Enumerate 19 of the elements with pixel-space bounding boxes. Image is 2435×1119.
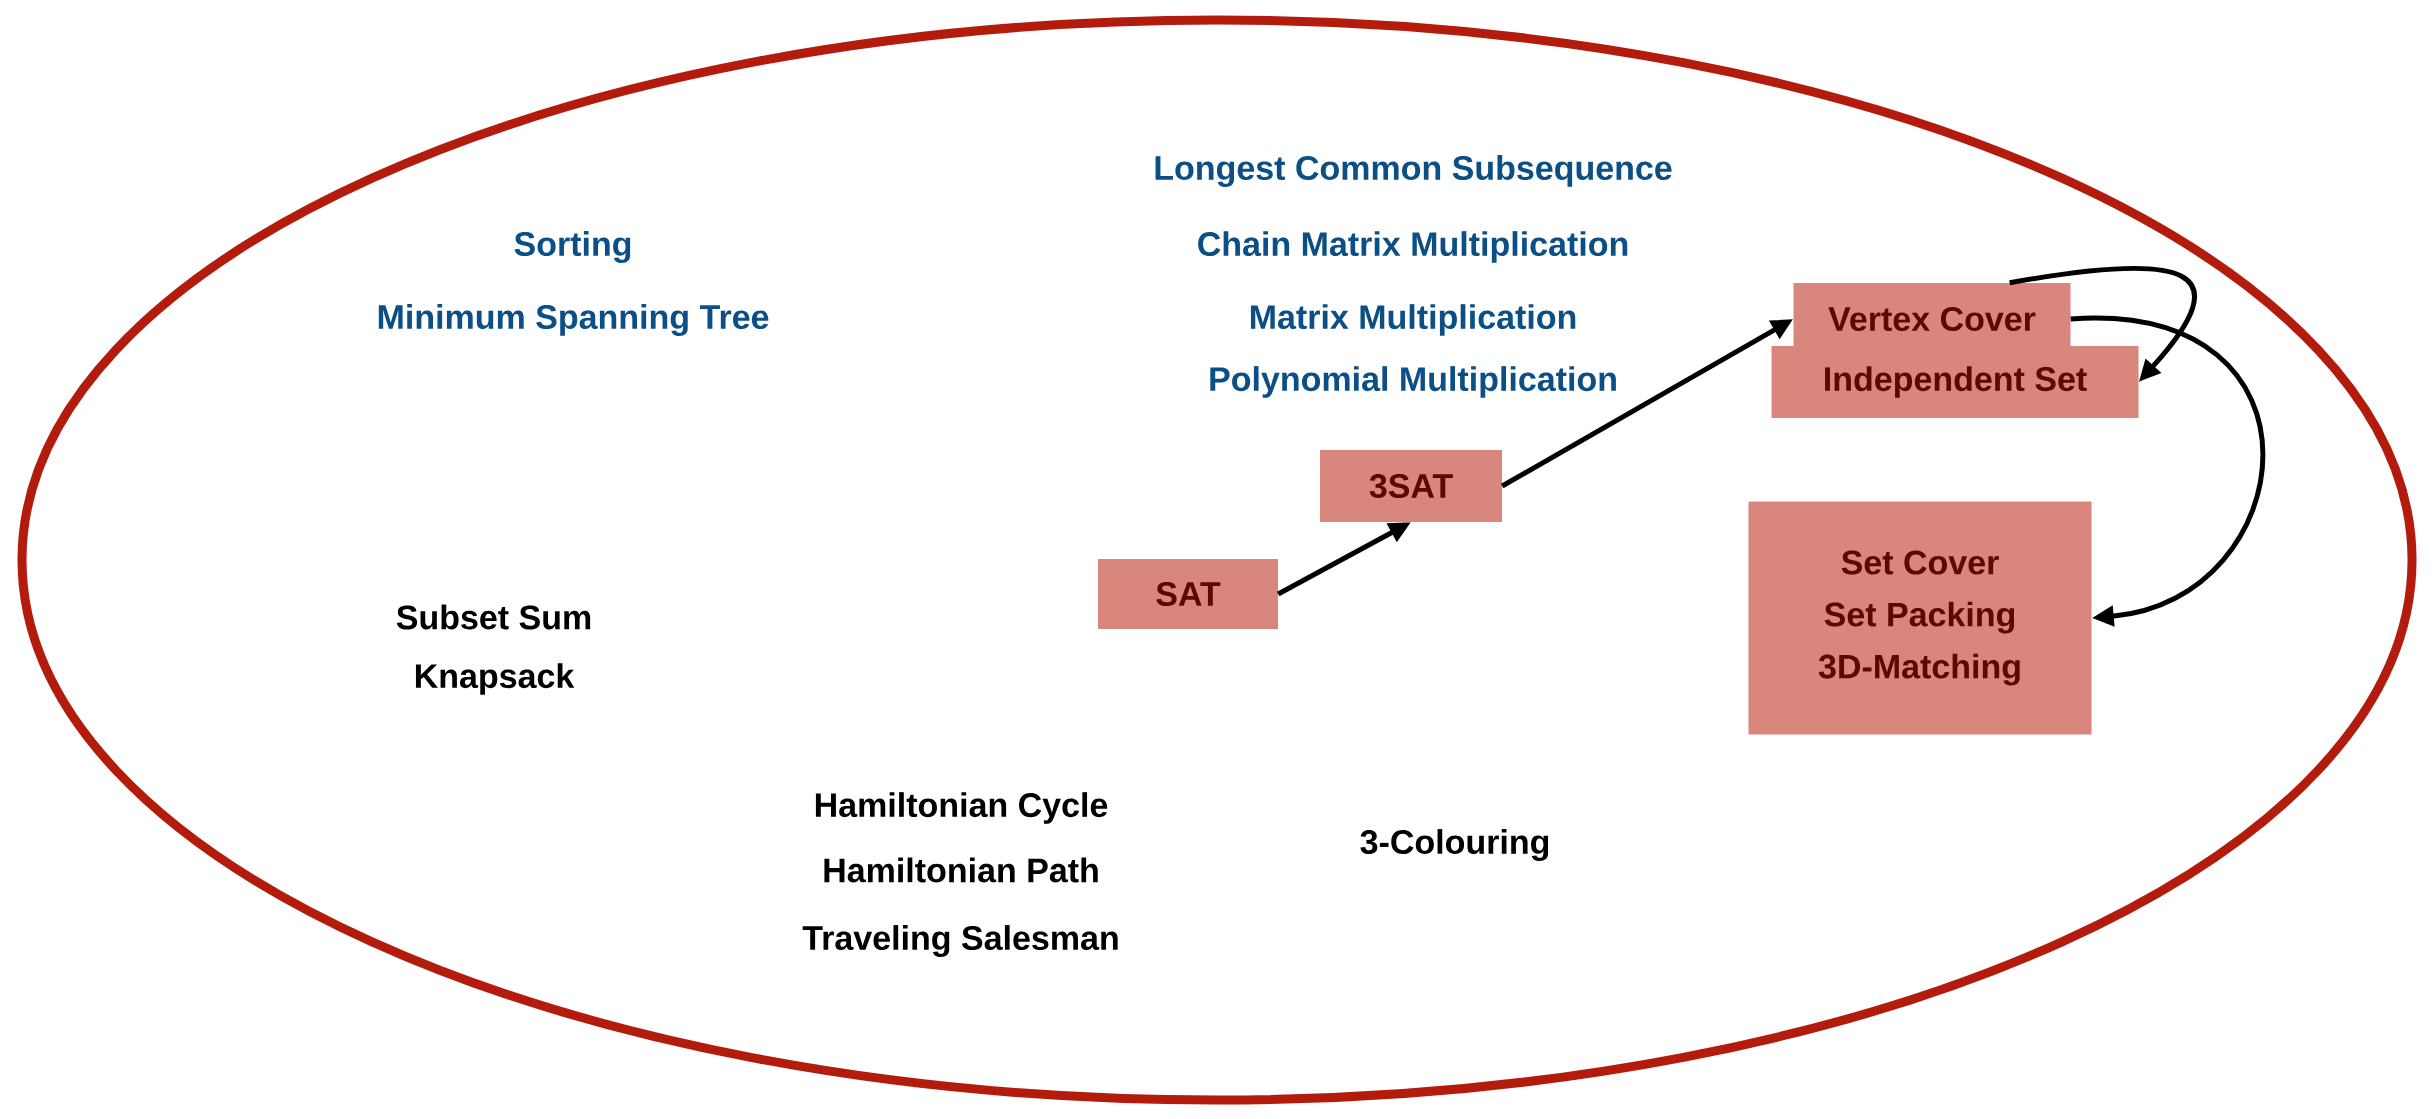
problem-label: Hamiltonian Cycle [815, 792, 1108, 824]
arrow [2070, 316, 2266, 627]
problem-label: Traveling Salesman [802, 925, 1118, 957]
highlight-box: Independent Set [1771, 346, 2139, 418]
problem-label: Minimum Spanning Tree [378, 304, 769, 336]
highlight-box: 3SAT [1320, 450, 1502, 522]
problem-label: Chain Matrix Multiplication [1198, 231, 1628, 263]
problem-label: 3-Colouring [1360, 829, 1549, 861]
problem-label: Sorting [514, 231, 631, 263]
problem-label: Polynomial Multiplication [1210, 366, 1616, 398]
problem-label: Knapsack [415, 663, 575, 695]
problem-label: Hamiltonian Path [824, 857, 1098, 883]
problem-label: Subset Sum [396, 604, 591, 630]
highlight-box: SAT [1098, 559, 1278, 629]
problem-label: Matrix Multiplication [1250, 304, 1576, 336]
problem-label: Longest Common Subsequence [1155, 155, 1672, 187]
highlight-box: Set Cover Set Packing 3D-Matching [1748, 501, 2092, 735]
node-label: Independent Set [1825, 366, 2087, 398]
node-label: Vertex Cover [1828, 306, 2036, 332]
